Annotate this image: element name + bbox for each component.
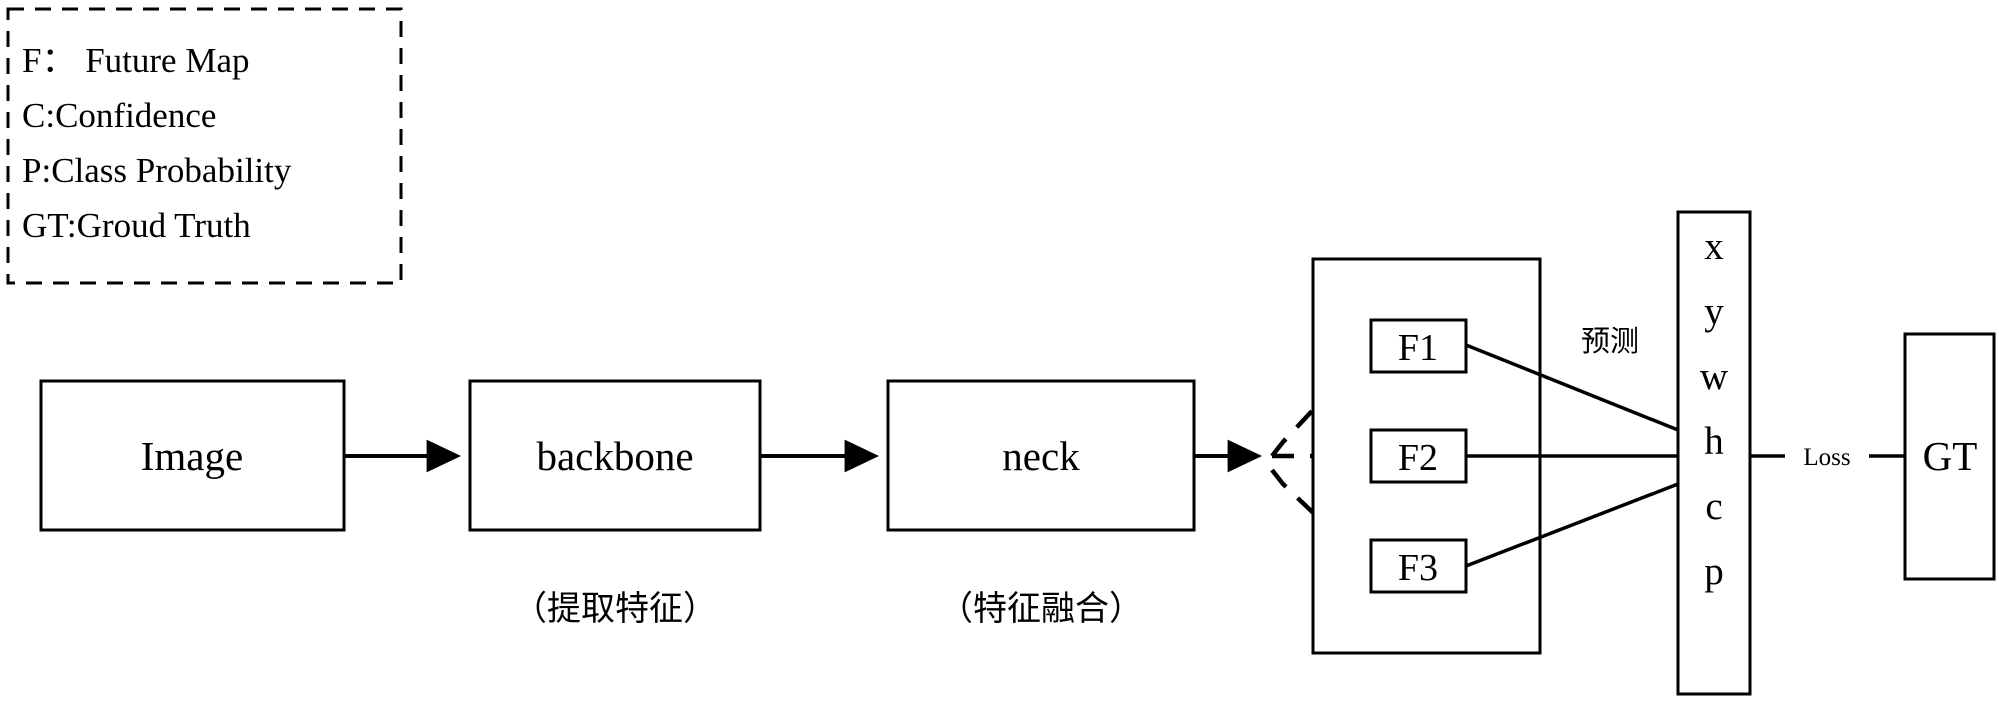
legend-line-1: F： Future Map (22, 41, 250, 80)
prediction-label: 预测 (1581, 324, 1639, 358)
backbone-caption: （提取特征） (513, 589, 717, 629)
output-stack-item-x: x (1704, 225, 1724, 268)
output-stack-item-p: p (1704, 550, 1724, 593)
neck-box-label: neck (1002, 433, 1080, 479)
image-box[interactable] (39, 379, 346, 532)
output-stack-item-w: w (1700, 355, 1728, 398)
feature-map-label-f3: F3 (1398, 547, 1438, 589)
output-stack-item-h: h (1704, 420, 1724, 463)
neck-caption: （特征融合） (939, 589, 1143, 629)
line-f3-to-output (1465, 482, 1679, 568)
output-stack-item-y: y (1704, 290, 1724, 333)
gt-box-label: GT (1923, 433, 1978, 479)
feature-map-label-f1: F1 (1398, 327, 1438, 369)
dashed-branch-f3 (1270, 468, 1373, 570)
gt-box[interactable] (1903, 332, 1996, 581)
feature-map-box-f2[interactable] (1369, 428, 1468, 484)
dashed-branch-f1 (1270, 346, 1373, 458)
feature-map-box-f1[interactable] (1369, 318, 1468, 374)
feature-map-label-f2: F2 (1398, 437, 1438, 479)
feature-map-box-f3[interactable] (1369, 538, 1468, 594)
loss-label: Loss (1803, 444, 1850, 471)
line-f1-to-output (1465, 343, 1679, 432)
backbone-box-label: backbone (536, 433, 693, 479)
neck-box[interactable] (886, 379, 1196, 532)
legend-line-4: GT:Groud Truth (22, 206, 251, 245)
legend-line-3: P:Class Probability (22, 151, 292, 190)
legend-line-2: C:Confidence (22, 96, 216, 135)
image-box-label: Image (141, 433, 243, 479)
output-stack-item-c: c (1705, 485, 1722, 528)
legend-box (6, 7, 403, 285)
output-stack-box[interactable] (1676, 210, 1752, 696)
